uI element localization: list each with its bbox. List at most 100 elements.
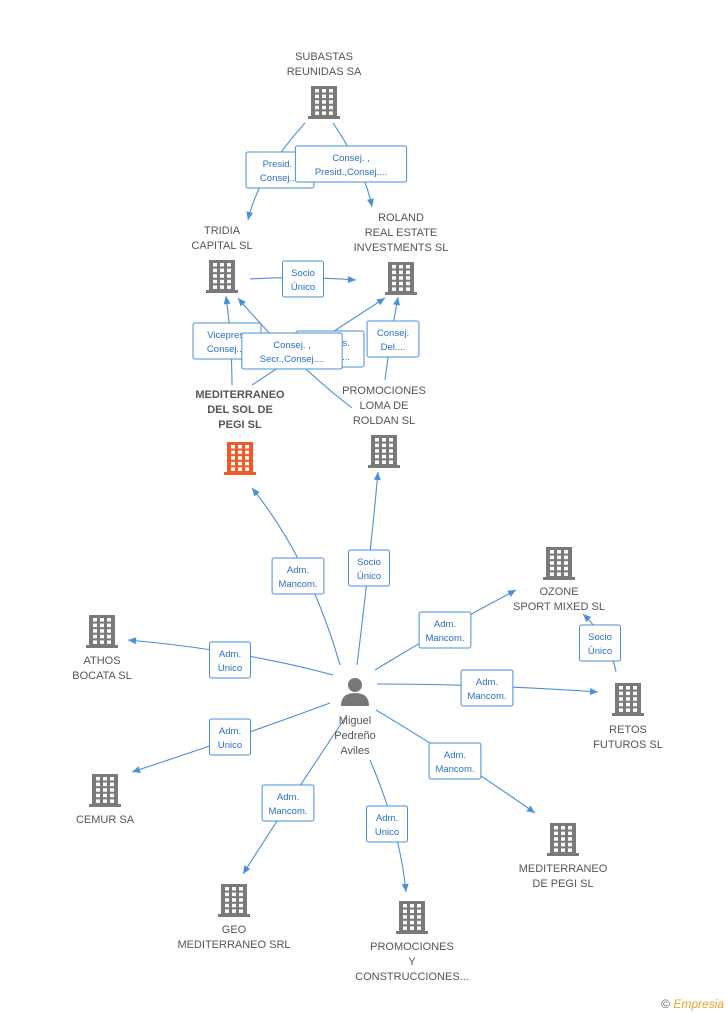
- node-label: ATHOS: [83, 655, 120, 667]
- node-label: CAPITAL SL: [191, 240, 252, 252]
- brand-name: Empresia: [673, 997, 724, 1011]
- building-icon: [86, 615, 118, 648]
- node-label: PROMOCIONES: [342, 385, 426, 397]
- arrow-head-icon: [246, 211, 254, 220]
- node-label: TRIDIA: [204, 225, 241, 237]
- node-label: REAL ESTATE: [365, 227, 438, 239]
- edge-label-text: Consej....: [207, 344, 247, 355]
- edge-label[interactable]: Adm.Mancom.: [460, 669, 514, 707]
- edge-label[interactable]: Adm.Unico: [209, 641, 251, 679]
- edge-label-text: Único: [357, 571, 381, 582]
- arrow-head-icon: [238, 298, 246, 307]
- edge-label-text: Vicepres.: [207, 330, 246, 341]
- arrow-head-icon: [393, 297, 400, 306]
- edge-label-text: Presid.,Consej....: [315, 167, 387, 178]
- node-athos[interactable]: ATHOS BOCATA SL: [72, 615, 132, 682]
- edge-label-box: [209, 641, 251, 679]
- edge-label[interactable]: Consej. , Secr.,Consej....: [241, 332, 343, 370]
- node-label: INVESTMENTS SL: [354, 242, 449, 254]
- arrow-head-icon: [223, 296, 231, 305]
- edge-label-text: Adm.: [219, 726, 241, 737]
- node-label: SPORT MIXED SL: [513, 601, 605, 613]
- node-subastas[interactable]: SUBASTAS REUNIDAS SA: [287, 51, 362, 119]
- edge-label-text: Unico: [218, 663, 242, 674]
- building-icon: [218, 884, 250, 917]
- edge-label-text: Unico: [375, 827, 399, 838]
- node-label: ROLAND: [378, 212, 424, 224]
- edge-label[interactable]: Adm. Mancom.: [261, 784, 315, 822]
- arrow-head-icon: [132, 766, 141, 773]
- arrow-head-icon: [401, 883, 409, 892]
- edge-label-box: [348, 549, 390, 587]
- node-roland[interactable]: ROLAND REAL ESTATE INVESTMENTS SL: [354, 212, 449, 295]
- edge-label[interactable]: Adm. Mancom.: [428, 742, 482, 780]
- node-label: Y: [408, 956, 416, 968]
- edge-label-text: Socio: [291, 268, 315, 279]
- node-mediterraneo-pegi[interactable]: MEDITERRANEO DE PEGI SL: [519, 823, 608, 890]
- edge-label[interactable]: Adm. Unico: [366, 805, 408, 843]
- edge-label-text: Adm.: [277, 792, 299, 803]
- edge-label-text: Secr.,Consej....: [260, 354, 324, 365]
- edge-label-text: Único: [588, 646, 612, 657]
- edge-label-text: Adm.: [444, 750, 466, 761]
- building-icon: [224, 442, 256, 475]
- node-label: RETOS: [609, 724, 647, 736]
- edge-label-text: Socio: [357, 557, 381, 568]
- node-promociones-y[interactable]: PROMOCIONESYCONSTRUCCIONES...: [355, 901, 469, 983]
- edge-label-box: [261, 784, 315, 822]
- edge-label-box: [418, 611, 472, 649]
- node-tridia[interactable]: TRIDIA CAPITAL SL: [191, 225, 253, 293]
- node-cemur[interactable]: CEMUR SA: [76, 774, 135, 826]
- node-label: BOCATA SL: [72, 670, 132, 682]
- edge-label-text: Unico: [218, 740, 242, 751]
- edge-label[interactable]: Adm.Mancom.: [418, 611, 472, 649]
- edge-label[interactable]: Adm. Unico: [209, 718, 251, 756]
- node-label: MEDITERRANEO: [195, 389, 285, 401]
- edge-label[interactable]: Adm.Mancom.: [271, 557, 325, 595]
- edge-labels-layer: Presid. ,Consej....Consej. ,Presid.,Cons…: [192, 145, 621, 843]
- arrow-head-icon: [376, 298, 385, 306]
- edge-label[interactable]: Consej. ,Presid.,Consej....: [294, 145, 408, 183]
- edge-label-text: Adm.: [476, 677, 498, 688]
- node-label: GEO: [222, 924, 247, 936]
- edge-label-box: [366, 320, 420, 358]
- edge-label-text: Adm.: [376, 813, 398, 824]
- edge-label-box: [209, 718, 251, 756]
- node-label: ROLDAN SL: [353, 415, 415, 427]
- edge-label-box: [282, 260, 324, 298]
- edge-label-text: Consej. ,: [273, 340, 311, 351]
- edge-label-box: [579, 624, 621, 662]
- node-label: MEDITERRANEO: [519, 863, 608, 875]
- node-label: Pedreño: [334, 730, 376, 742]
- building-icon: [612, 683, 644, 716]
- node-label: DE PEGI SL: [532, 878, 593, 890]
- edge-label-text: Mancom.: [268, 806, 307, 817]
- node-label: MEDITERRANEO SRL: [177, 939, 290, 951]
- node-label: PEGI SL: [218, 419, 262, 431]
- edge-label-text: Único: [291, 282, 315, 293]
- edge-label-text: Mancom.: [435, 764, 474, 775]
- node-label: SUBASTAS: [295, 51, 353, 63]
- building-icon: [543, 547, 575, 580]
- edge-label-text: Socio: [588, 632, 612, 643]
- edge-label-box: [294, 145, 408, 183]
- node-label: REUNIDAS SA: [287, 66, 362, 78]
- node-geo[interactable]: GEO MEDITERRANEO SRL: [177, 884, 291, 951]
- edge-label-text: Mancom.: [278, 579, 317, 590]
- arrow-head-icon: [367, 198, 374, 207]
- edge-label-box: [271, 557, 325, 595]
- arrow-head-icon: [128, 637, 137, 645]
- edge-label-box: [428, 742, 482, 780]
- footer-brand[interactable]: © Empresia: [661, 997, 724, 1011]
- node-label: CONSTRUCCIONES...: [355, 971, 469, 983]
- edge-label[interactable]: Consej.Del....: [366, 320, 420, 358]
